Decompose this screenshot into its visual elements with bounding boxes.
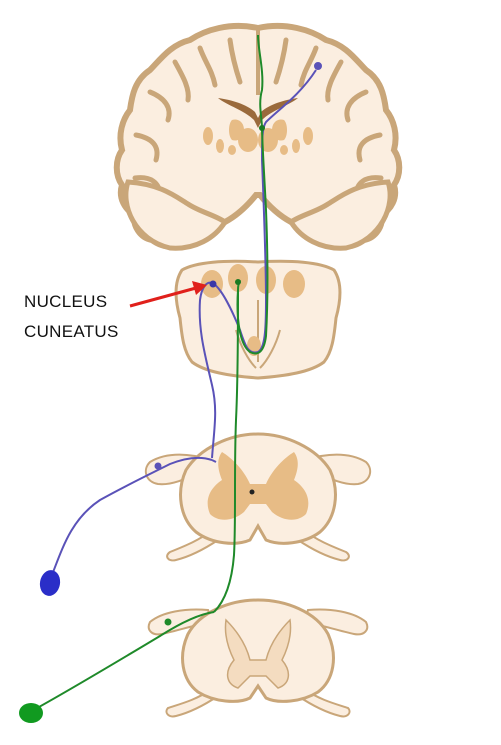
basal-ganglia (203, 119, 313, 155)
nucleus-cuneatus-right (283, 270, 305, 298)
nucleus-cuneatus-neuron (209, 280, 217, 288)
nucleus-gracilis-neuron (235, 279, 241, 285)
lower-cord-outline (181, 598, 335, 703)
medial-pathway (29, 34, 269, 713)
thalamic-neuron (259, 125, 265, 131)
nucleus-gracilis-left (228, 264, 248, 292)
pointer-arrow (129, 281, 207, 308)
label-nucleus: NUCLEUS (24, 292, 108, 311)
label-cuneatus: CUNEATUS (24, 322, 119, 341)
cervical-spinal-cord (144, 432, 372, 562)
medial-sensory-ending (19, 703, 43, 723)
lower-gray-matter (224, 618, 292, 689)
lower-spinal-cord (147, 598, 369, 718)
lateral-ventricles (218, 98, 298, 128)
central-canal (249, 489, 255, 495)
lateral-sensory-ending (39, 570, 61, 596)
medulla-section (174, 259, 342, 380)
cervical-gray-matter (207, 452, 309, 520)
brain-coronal-section (113, 22, 403, 251)
